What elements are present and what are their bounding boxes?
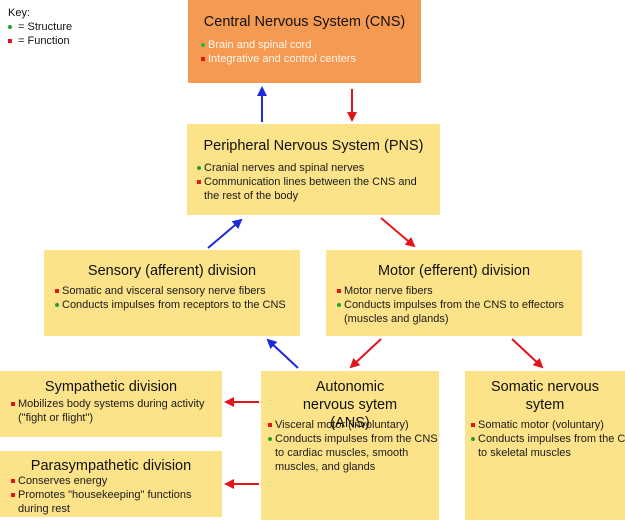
parasympathetic-box: Parasympathetic division Conserves energ… (0, 451, 222, 517)
motor-title: Motor (efferent) division (377, 263, 531, 279)
somatic-list: Somatic motor (voluntary)Conducts impuls… (471, 418, 625, 460)
somatic-title: Somatic nervous sytem (491, 379, 599, 413)
arrow-sensory-to-pns (207, 218, 243, 249)
function-list-item: Visceral motor (involuntary) (268, 418, 438, 432)
legend: Key: = Structure = Function (8, 6, 72, 48)
arrow-ans-to-sensory (266, 338, 299, 369)
legend-function: = Function (8, 34, 72, 48)
function-list-item: Communication lines between the CNS and … (197, 175, 422, 203)
parasympathetic-title: Parasympathetic division (30, 458, 192, 474)
cns-title: Central Nervous System (CNS) (203, 14, 406, 30)
structure-list-item: Conducts impulses from the CNS to effect… (337, 298, 575, 326)
function-list-item: Promotes "housekeeping" functions during… (11, 488, 221, 516)
legend-title: Key: (8, 7, 31, 19)
motor-box: Motor (efferent) division Motor nerve fi… (326, 250, 582, 336)
structure-list-item: Conducts impulses from the CNS to cardia… (268, 432, 438, 474)
pns-title: Peripheral Nervous System (PNS) (203, 138, 424, 154)
function-list-item: Somatic motor (voluntary) (471, 418, 625, 432)
function-list-item: Mobilizes body systems during activity (… (11, 397, 206, 425)
legend-structure-label: = Structure (18, 21, 73, 33)
sensory-box: Sensory (afferent) division Somatic and … (44, 250, 300, 336)
sympathetic-title: Sympathetic division (44, 379, 178, 395)
function-list-item: Integrative and control centers (201, 52, 416, 66)
ans-list: Visceral motor (involuntary)Conducts imp… (268, 418, 438, 474)
structure-list-item: Brain and spinal cord (201, 38, 416, 52)
arrow-motor-to-ans (349, 338, 382, 369)
legend-function-label: = Function (18, 35, 70, 47)
function-list-item: Somatic and visceral sensory nerve fiber… (55, 284, 293, 298)
structure-list-item: Conducts impulses from the CNS to skelet… (471, 432, 625, 460)
ans-title: Autonomic nervous sytem (ANS) (302, 379, 398, 431)
arrow-motor-to-somatic (511, 338, 544, 369)
ans-box: Autonomic nervous sytem (ANS) Visceral m… (261, 371, 439, 520)
sympathetic-list: Mobilizes body systems during activity (… (11, 397, 206, 425)
sympathetic-box: Sympathetic division Mobilizes body syst… (0, 371, 222, 437)
cns-box: Central Nervous System (CNS) Brain and s… (188, 0, 421, 83)
arrow-pns-to-motor (380, 217, 416, 248)
function-list-item: Conserves energy (11, 474, 221, 488)
legend-structure: = Structure (8, 20, 72, 34)
somatic-box: Somatic nervous sytem Somatic motor (vol… (465, 371, 625, 520)
structure-list-item: Conducts impulses from receptors to the … (55, 298, 293, 312)
structure-bullet-icon (8, 25, 12, 29)
function-list-item: Motor nerve fibers (337, 284, 575, 298)
pns-box: Peripheral Nervous System (PNS) Cranial … (187, 124, 440, 215)
function-bullet-icon (8, 39, 12, 43)
sensory-title: Sensory (afferent) division (87, 263, 257, 279)
sensory-list: Somatic and visceral sensory nerve fiber… (55, 284, 293, 312)
structure-list-item: Cranial nerves and spinal nerves (197, 161, 422, 175)
